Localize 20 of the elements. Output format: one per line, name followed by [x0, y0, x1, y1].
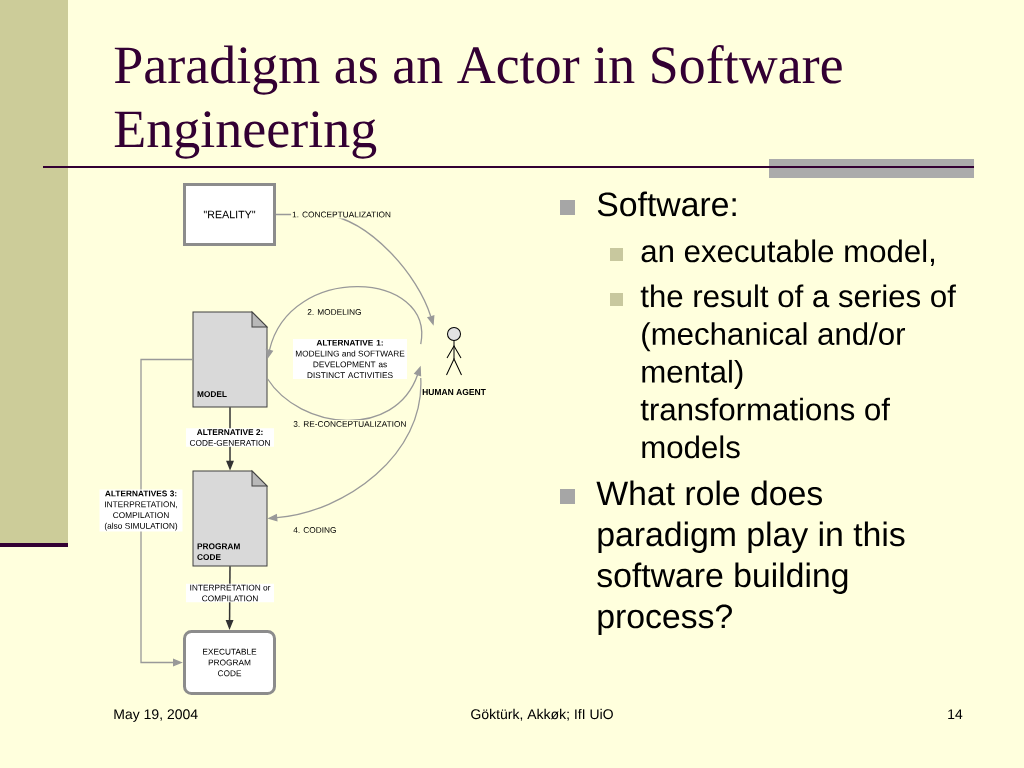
edge-label: ALTERNATIVES 3: INTERPRETATION, COMPILATION (also SIMULATION) [99, 489, 183, 532]
bullet-text: What role does paradigm play in this software building process? [596, 480, 905, 635]
elbow-arrow [140, 358, 194, 667]
footer-date: May 19, 2004 [114, 709, 198, 722]
slide-title: Paradigm as an Actor in Software Engineering [114, 45, 842, 159]
page-number: 14 [948, 709, 963, 719]
rounded-box: EXECUTABLE PROGRAM CODE [183, 630, 276, 695]
edge-label: ALTERNATIVE 2: CODE-GENERATION [186, 428, 274, 447]
footer-text: Göktürk, Akkøk; IfI UiO [471, 708, 613, 721]
edge-label: 2. MODELING [306, 308, 363, 316]
framed-box: "REALITY" [183, 183, 276, 246]
edge-label: 1. CONCEPTUALIZATION [291, 210, 392, 219]
bullet-text: an executable model, [641, 239, 934, 266]
node-label: HUMAN AGENT [422, 389, 486, 396]
edge-label: 3. RE-CONCEPTUALIZATION [292, 420, 408, 428]
edge-label: 4. CODING [292, 526, 338, 534]
bullet-text: the result of a series of (mechanical and/or mental) transformations of models [640, 284, 956, 459]
note-box: ALTERNATIVE 1: MODELING and SOFTWARE DEVELOPMENT as DISTINCT ACTIVITIES [293, 338, 407, 380]
stick-figure: HUMAN AGENT [422, 327, 486, 395]
bullet-text: Software: [597, 191, 736, 217]
